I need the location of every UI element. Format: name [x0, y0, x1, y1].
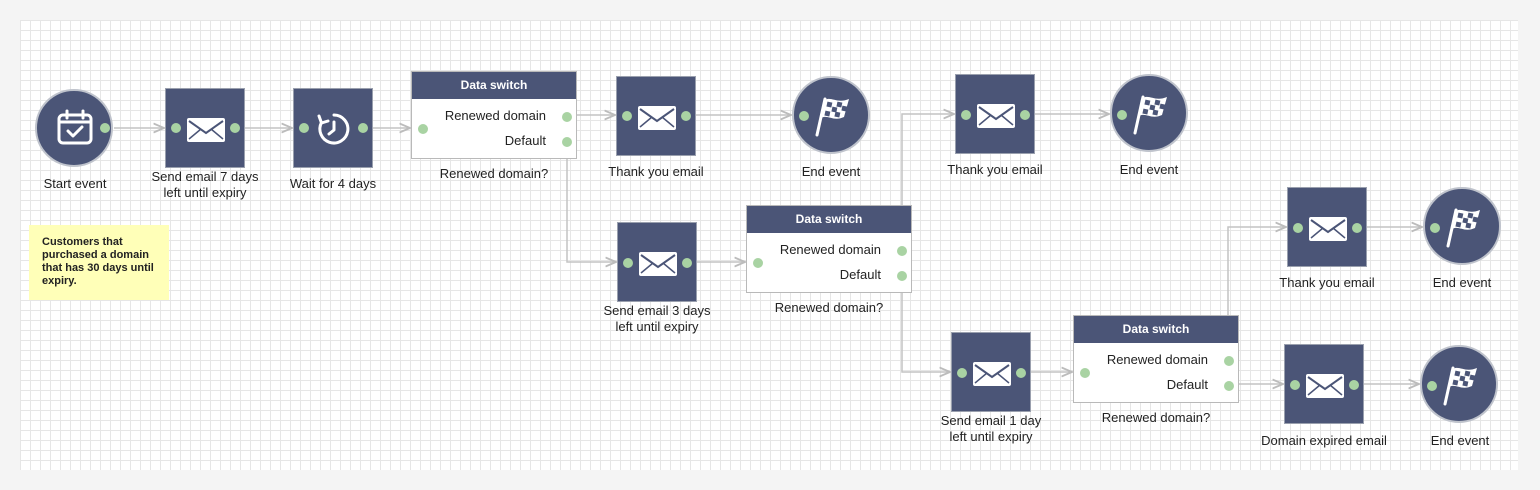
label-line-1: Send email 1 day [940, 413, 1042, 428]
end-event-3-node[interactable] [1423, 187, 1501, 265]
sticky-note[interactable]: Customers that purchased a domain that h… [29, 225, 169, 300]
envelope-icon [187, 118, 225, 142]
out-port[interactable] [1349, 380, 1359, 390]
checkered-flag-icon [815, 97, 849, 137]
out-port[interactable] [1016, 368, 1026, 378]
envelope-icon [973, 362, 1011, 386]
start-event-node[interactable] [35, 89, 113, 167]
out-port[interactable] [681, 111, 691, 121]
data-switch-title: Data switch [412, 72, 576, 99]
in-port[interactable] [1430, 223, 1440, 233]
in-port[interactable] [1427, 381, 1437, 391]
in-port[interactable] [1080, 368, 1090, 378]
in-port[interactable] [299, 123, 309, 133]
label-line-1: Send email 3 days [603, 303, 711, 318]
edge-switch1-email3 [566, 158, 616, 262]
out-port-renewed[interactable] [897, 246, 907, 256]
out-port-renewed[interactable] [1224, 356, 1234, 366]
edge-switch3-thanks3 [1227, 227, 1286, 315]
checkered-flag-icon [1443, 366, 1477, 406]
out-port-default[interactable] [1224, 381, 1234, 391]
send-email-1-day-label: Send email 1 day left until expiry [931, 413, 1051, 445]
out-port[interactable] [358, 123, 368, 133]
send-email-7-days-node[interactable] [165, 88, 245, 168]
data-switch-title: Data switch [1074, 316, 1238, 343]
in-port[interactable] [799, 111, 809, 121]
envelope-icon [1306, 374, 1344, 398]
end-event-4-label: End event [1430, 433, 1490, 448]
in-port[interactable] [961, 110, 971, 120]
out-port[interactable] [230, 123, 240, 133]
end-event-4-node[interactable] [1420, 345, 1498, 423]
out-port-renewed[interactable] [562, 112, 572, 122]
thank-you-email-3-label: Thank you email [1279, 275, 1375, 290]
send-email-1-day-node[interactable] [951, 332, 1031, 412]
domain-expired-email-label: Domain expired email [1261, 433, 1387, 448]
thank-you-email-3-node[interactable] [1287, 187, 1367, 267]
edge-switch2-email1 [901, 292, 950, 372]
in-port[interactable] [1293, 223, 1303, 233]
thank-you-email-2-label: Thank you email [947, 162, 1043, 177]
out-port-default[interactable] [562, 137, 572, 147]
label-line-1: Send email 7 days [151, 169, 259, 184]
option-default[interactable]: Default [1166, 377, 1208, 392]
out-port[interactable] [100, 123, 110, 133]
end-event-2-label: End event [1119, 162, 1179, 177]
in-port[interactable] [1117, 110, 1127, 120]
option-renewed-domain[interactable]: Renewed domain [1106, 352, 1208, 367]
domain-expired-email-node[interactable] [1284, 344, 1364, 424]
out-port[interactable] [682, 258, 692, 268]
send-email-3-days-label: Send email 3 days left until expiry [597, 303, 717, 335]
envelope-icon [1309, 217, 1347, 241]
data-switch-1-label: Renewed domain? [439, 166, 549, 181]
in-port[interactable] [171, 123, 181, 133]
option-renewed-domain[interactable]: Renewed domain [444, 108, 546, 123]
option-default[interactable]: Default [839, 267, 881, 282]
in-port[interactable] [418, 124, 428, 134]
out-port[interactable] [1020, 110, 1030, 120]
edge-switch2-thanks2 [901, 114, 954, 205]
wait-label: Wait for 4 days [289, 176, 377, 191]
checkered-flag-icon [1133, 95, 1167, 135]
option-default[interactable]: Default [504, 133, 546, 148]
out-port-default[interactable] [897, 271, 907, 281]
thank-you-email-2-node[interactable] [955, 74, 1035, 154]
send-email-7-days-label: Send email 7 days left until expiry [145, 169, 265, 201]
end-event-2-node[interactable] [1110, 74, 1188, 152]
in-port[interactable] [957, 368, 967, 378]
data-switch-3[interactable]: Data switch Renewed domain Default [1073, 315, 1239, 403]
end-event-1-label: End event [801, 164, 861, 179]
envelope-icon [639, 252, 677, 276]
label-line-2: left until expiry [949, 429, 1033, 444]
start-event-label: Start event [43, 176, 107, 191]
data-switch-1[interactable]: Data switch Renewed domain Default [411, 71, 577, 159]
timer-icon [317, 113, 350, 145]
data-switch-3-label: Renewed domain? [1101, 410, 1211, 425]
thank-you-email-1-node[interactable] [616, 76, 696, 156]
in-port[interactable] [753, 258, 763, 268]
in-port[interactable] [1290, 380, 1300, 390]
label-line-2: left until expiry [615, 319, 699, 334]
envelope-icon [638, 106, 676, 130]
calendar-check-icon [57, 109, 93, 145]
wait-node[interactable] [293, 88, 373, 168]
thank-you-email-1-label: Thank you email [608, 164, 704, 179]
data-switch-2-label: Renewed domain? [774, 300, 884, 315]
in-port[interactable] [623, 258, 633, 268]
send-email-3-days-node[interactable] [617, 222, 697, 302]
end-event-1-node[interactable] [792, 76, 870, 154]
checkered-flag-icon [1446, 208, 1480, 248]
option-renewed-domain[interactable]: Renewed domain [779, 242, 881, 257]
label-line-2: left until expiry [163, 185, 247, 200]
data-switch-2[interactable]: Data switch Renewed domain Default [746, 205, 912, 293]
data-switch-title: Data switch [747, 206, 911, 233]
end-event-3-label: End event [1432, 275, 1492, 290]
in-port[interactable] [622, 111, 632, 121]
envelope-icon [977, 104, 1015, 128]
out-port[interactable] [1352, 223, 1362, 233]
